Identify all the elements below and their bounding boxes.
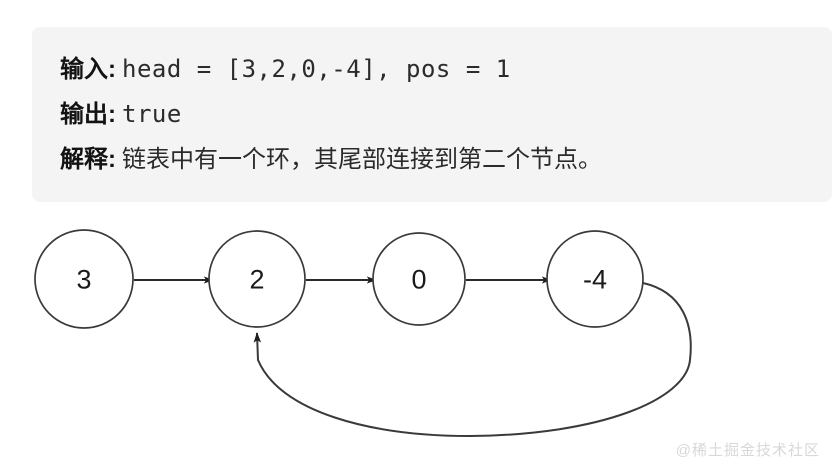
explanation-value: 链表中有一个环，其尾部连接到第二个节点。 bbox=[122, 146, 602, 173]
explanation-label: 解释: bbox=[60, 146, 116, 173]
example-panel: 输入: head = [3,2,0,-4], pos = 1 输出: true … bbox=[32, 27, 832, 202]
example-line-input: 输入: head = [3,2,0,-4], pos = 1 bbox=[60, 49, 832, 94]
example-line-explanation: 解释: 链表中有一个环，其尾部连接到第二个节点。 bbox=[60, 139, 832, 184]
output-value: true bbox=[122, 100, 182, 128]
example-line-output: 输出: true bbox=[60, 94, 832, 139]
edge-cycle-nodem4-to-node2 bbox=[253, 282, 692, 438]
output-label: 输出: bbox=[60, 101, 116, 128]
node-label-0: 0 bbox=[411, 264, 427, 295]
node-circle-3 bbox=[34, 229, 134, 329]
node-label-2: 2 bbox=[249, 264, 265, 295]
node-label-3: 3 bbox=[76, 264, 92, 295]
input-value: head = [3,2,0,-4], pos = 1 bbox=[122, 55, 511, 83]
node-label-minus4: -4 bbox=[582, 264, 608, 295]
node-circle-minus4 bbox=[546, 230, 644, 328]
input-label: 输入: bbox=[60, 56, 116, 83]
watermark: @稀土掘金技术社区 bbox=[675, 442, 820, 459]
node-circle-2 bbox=[208, 230, 306, 328]
node-circle-0 bbox=[372, 232, 466, 326]
